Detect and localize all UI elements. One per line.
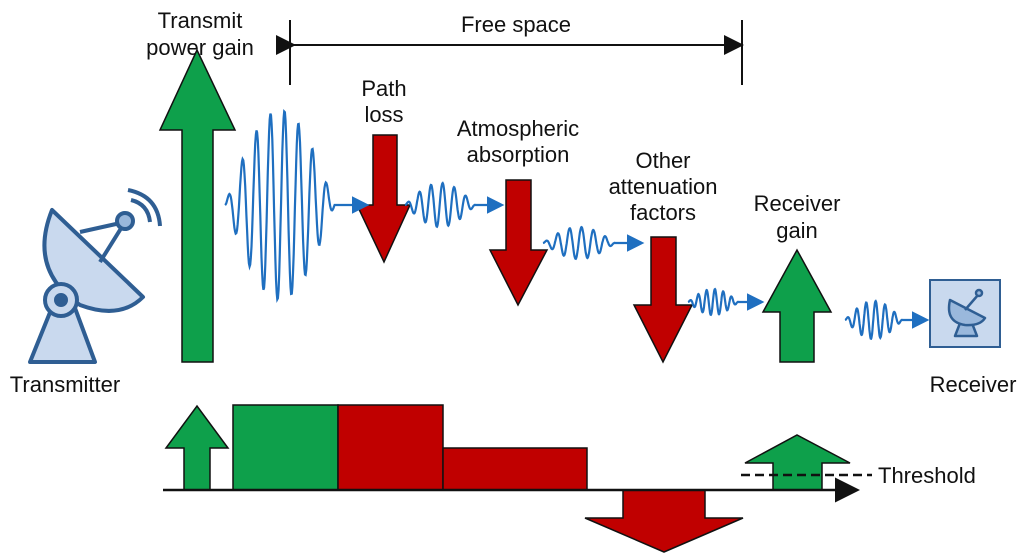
signal-wave-1 bbox=[224, 109, 370, 303]
atmospheric-label-2: absorption bbox=[467, 142, 570, 167]
budget-path-loss-bar bbox=[337, 404, 444, 491]
other-label-1: Other bbox=[635, 148, 690, 173]
transmitter-dish-icon bbox=[28, 188, 162, 364]
transmitter-label: Transmitter bbox=[10, 372, 120, 397]
budget-gain-bar bbox=[232, 404, 339, 491]
atmospheric-absorption-arrow bbox=[488, 179, 549, 307]
free-space-label: Free space bbox=[461, 12, 571, 37]
budget-transmit-arrow bbox=[164, 404, 230, 491]
receiver-label: Receiver bbox=[930, 372, 1017, 397]
other-attenuation-arrow bbox=[632, 236, 694, 364]
signal-wave-4 bbox=[687, 287, 765, 317]
receiver-gain-label-2: gain bbox=[776, 218, 818, 243]
free-space-bracket: Free space bbox=[276, 12, 744, 85]
transmit-gain-label-1: Transmit bbox=[158, 8, 243, 33]
receiver-icon bbox=[929, 279, 1001, 348]
budget-receiver-gain-arrow bbox=[744, 434, 851, 491]
transmit-gain-arrow bbox=[158, 48, 237, 363]
threshold-label: Threshold bbox=[878, 463, 976, 488]
budget-atmospheric-bar bbox=[442, 447, 588, 491]
signal-wave-3 bbox=[542, 225, 645, 261]
link-budget-bars: Threshold bbox=[163, 404, 976, 553]
atmospheric-label-1: Atmospheric bbox=[457, 116, 579, 141]
receiver-gain-arrow bbox=[761, 248, 833, 363]
budget-other-loss-arrow bbox=[584, 489, 744, 553]
signal-wave-5 bbox=[844, 299, 930, 341]
other-label-2: attenuation bbox=[609, 174, 718, 199]
signal-wave-2 bbox=[404, 181, 505, 229]
other-label-3: factors bbox=[630, 200, 696, 225]
receiver-gain-label-1: Receiver bbox=[754, 191, 841, 216]
signal-waves bbox=[224, 109, 930, 341]
path-loss-arrow bbox=[355, 134, 412, 264]
path-loss-label-2: loss bbox=[364, 102, 403, 127]
path-loss-label-1: Path bbox=[361, 76, 406, 101]
